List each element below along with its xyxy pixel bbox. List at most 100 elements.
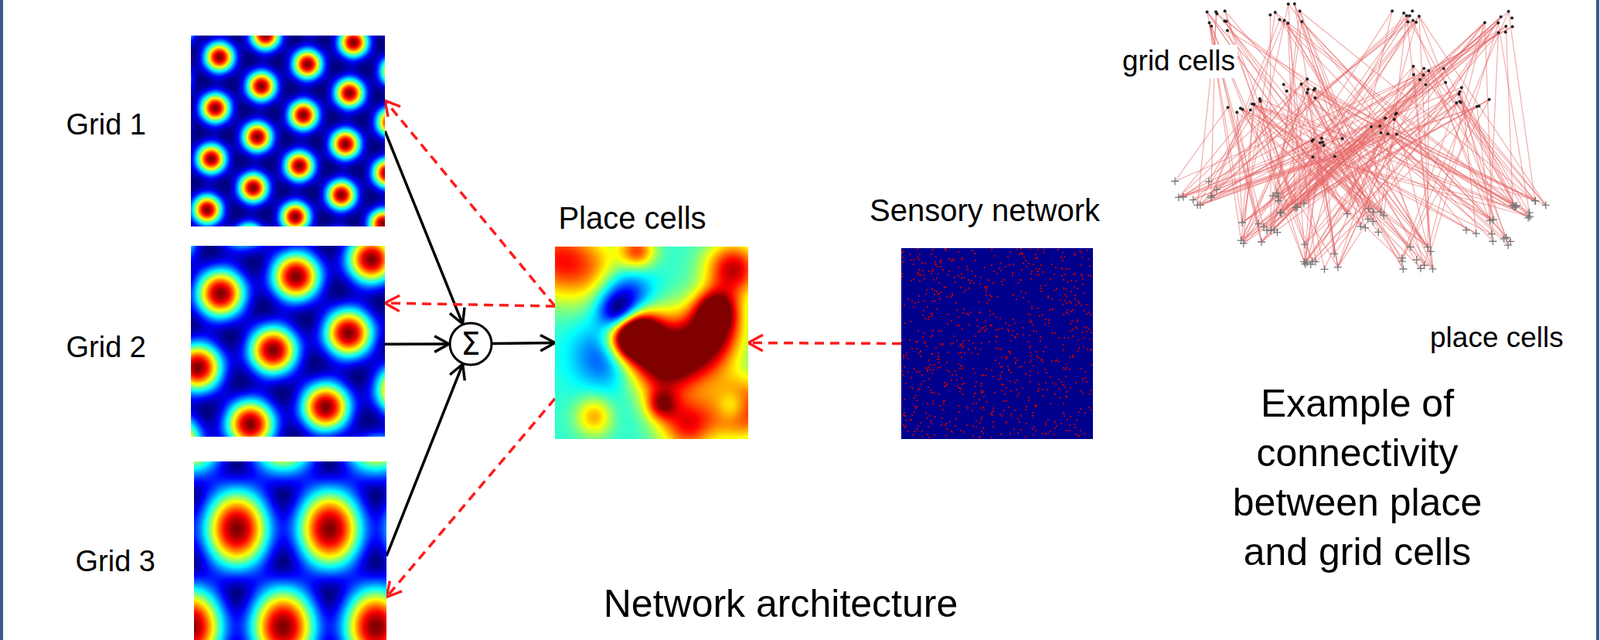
connection-line [1241, 92, 1308, 241]
grid-cell-dot [1405, 13, 1409, 18]
panel-title: Grid 1 [66, 108, 147, 143]
place-cell-mark [1487, 230, 1496, 239]
connection-line [1461, 87, 1516, 207]
place-cell-mark [1488, 237, 1497, 246]
place-cell-mark [1525, 212, 1534, 221]
connection-line [1253, 104, 1369, 209]
grid-cell-dot [1268, 13, 1272, 17]
connection-line [1226, 20, 1492, 235]
grid-cell-dot [1223, 9, 1227, 13]
grid-cell-dot [1390, 9, 1394, 13]
heatmap [554, 246, 749, 440]
grid-cell-dot [1278, 17, 1282, 21]
place-cell-mark [1311, 258, 1320, 266]
grid-cell-dot [1499, 15, 1503, 19]
grid-cell-dot [1507, 10, 1511, 14]
grid-cell-dot [1235, 110, 1239, 114]
connection-line [1207, 12, 1425, 266]
frame-edge [0, 0, 4, 640]
grid-cell-dot [1305, 77, 1309, 81]
place-cell-mark [1489, 215, 1498, 224]
grid-cell-dot [1322, 143, 1326, 147]
sum-symbol: Σ [460, 326, 480, 362]
connection-line [1211, 26, 1507, 198]
grid-cell-dot [1504, 24, 1508, 28]
grid-cell-dots [1205, 2, 1515, 159]
grid-cell-dot [1411, 19, 1415, 23]
grid-cell-dot [1454, 101, 1458, 105]
grid-cell-dot [1496, 21, 1500, 25]
grid-cell-dot [1477, 104, 1481, 108]
grid-cell-dot [1282, 82, 1286, 86]
place-cell-mark [1320, 265, 1329, 273]
connection-line [1424, 22, 1485, 266]
connection-line [1241, 141, 1313, 242]
place-cell-mark [1303, 258, 1311, 267]
connection-line [1301, 21, 1369, 219]
grid-cell-dot [1226, 105, 1230, 109]
place-cell-mark [1361, 224, 1369, 232]
grid-cell-dot [1379, 131, 1383, 135]
sum-circle: Σ [448, 321, 494, 367]
connection-line [1253, 104, 1494, 220]
place-cell-mark [1300, 240, 1309, 249]
place-cell-mark [1291, 204, 1300, 212]
place-cell-mark [1420, 261, 1429, 269]
place-map: Place cells [554, 246, 749, 440]
place-cell-mark [1369, 207, 1378, 216]
place-cell-mark [1277, 209, 1286, 218]
grid-cell-dot [1442, 67, 1446, 71]
feedforward-arrow [492, 343, 555, 344]
grid-cell-dot [1305, 91, 1309, 95]
place-cell-mark [1212, 185, 1221, 194]
grid-cell-dot [1422, 73, 1426, 77]
grid-cell-dot [1510, 16, 1514, 20]
grid-cell-dot [1298, 9, 1302, 13]
connection-line [1314, 88, 1536, 201]
place-cell-mark [1512, 201, 1521, 210]
grid-cell-dot [1426, 69, 1430, 73]
connection-line [1241, 12, 1276, 241]
connection-line [1456, 102, 1546, 205]
connection-line [1395, 114, 1433, 269]
heatmap [194, 461, 387, 640]
grid-cell-dot [1402, 11, 1406, 15]
place-cell-mark [1485, 217, 1494, 225]
grid-cell-dot [1320, 136, 1324, 140]
grid-cell-dot [1418, 78, 1422, 82]
place-cell-mark [1274, 193, 1283, 201]
place-cell-mark [1399, 265, 1407, 273]
circle-outline [449, 323, 492, 365]
grid-cell-dot [1225, 28, 1229, 32]
feedforward-arrow [384, 131, 463, 325]
grid-cell-dot [1318, 141, 1322, 145]
grid-cell-dot [1299, 82, 1303, 86]
grid-cell-dot [1215, 12, 1219, 16]
connection-line [1211, 133, 1389, 196]
grid-cell-dot [1395, 132, 1399, 137]
connection-line [1324, 66, 1414, 269]
connection-line [1197, 133, 1388, 205]
feedback-arrow [748, 343, 902, 344]
place-cell-mark [1273, 189, 1281, 198]
frame-edge [1596, 0, 1600, 640]
place-cell-mark [1429, 265, 1437, 273]
connection-line [1241, 99, 1490, 241]
grid-cell-dot [1424, 83, 1428, 87]
grid-cell-dot [1393, 112, 1397, 116]
grid-cell-dot [1497, 30, 1501, 35]
grid-cell-dot [1300, 20, 1304, 24]
place-cell-mark [1398, 257, 1406, 266]
heatmap [901, 248, 1093, 440]
grid-cell-dot [1504, 30, 1508, 35]
place-cell-mark [1207, 194, 1216, 202]
grid-cell-dot [1311, 138, 1315, 142]
place-cell-mark [1511, 203, 1519, 212]
grid-cell-dot [1408, 13, 1412, 18]
connection-line [1273, 10, 1300, 230]
connection-line [1288, 3, 1306, 264]
connection-line [1281, 99, 1490, 214]
place-cell-mark [1293, 203, 1301, 212]
connection-line [1240, 108, 1492, 235]
place-cell-mark [1276, 208, 1284, 217]
